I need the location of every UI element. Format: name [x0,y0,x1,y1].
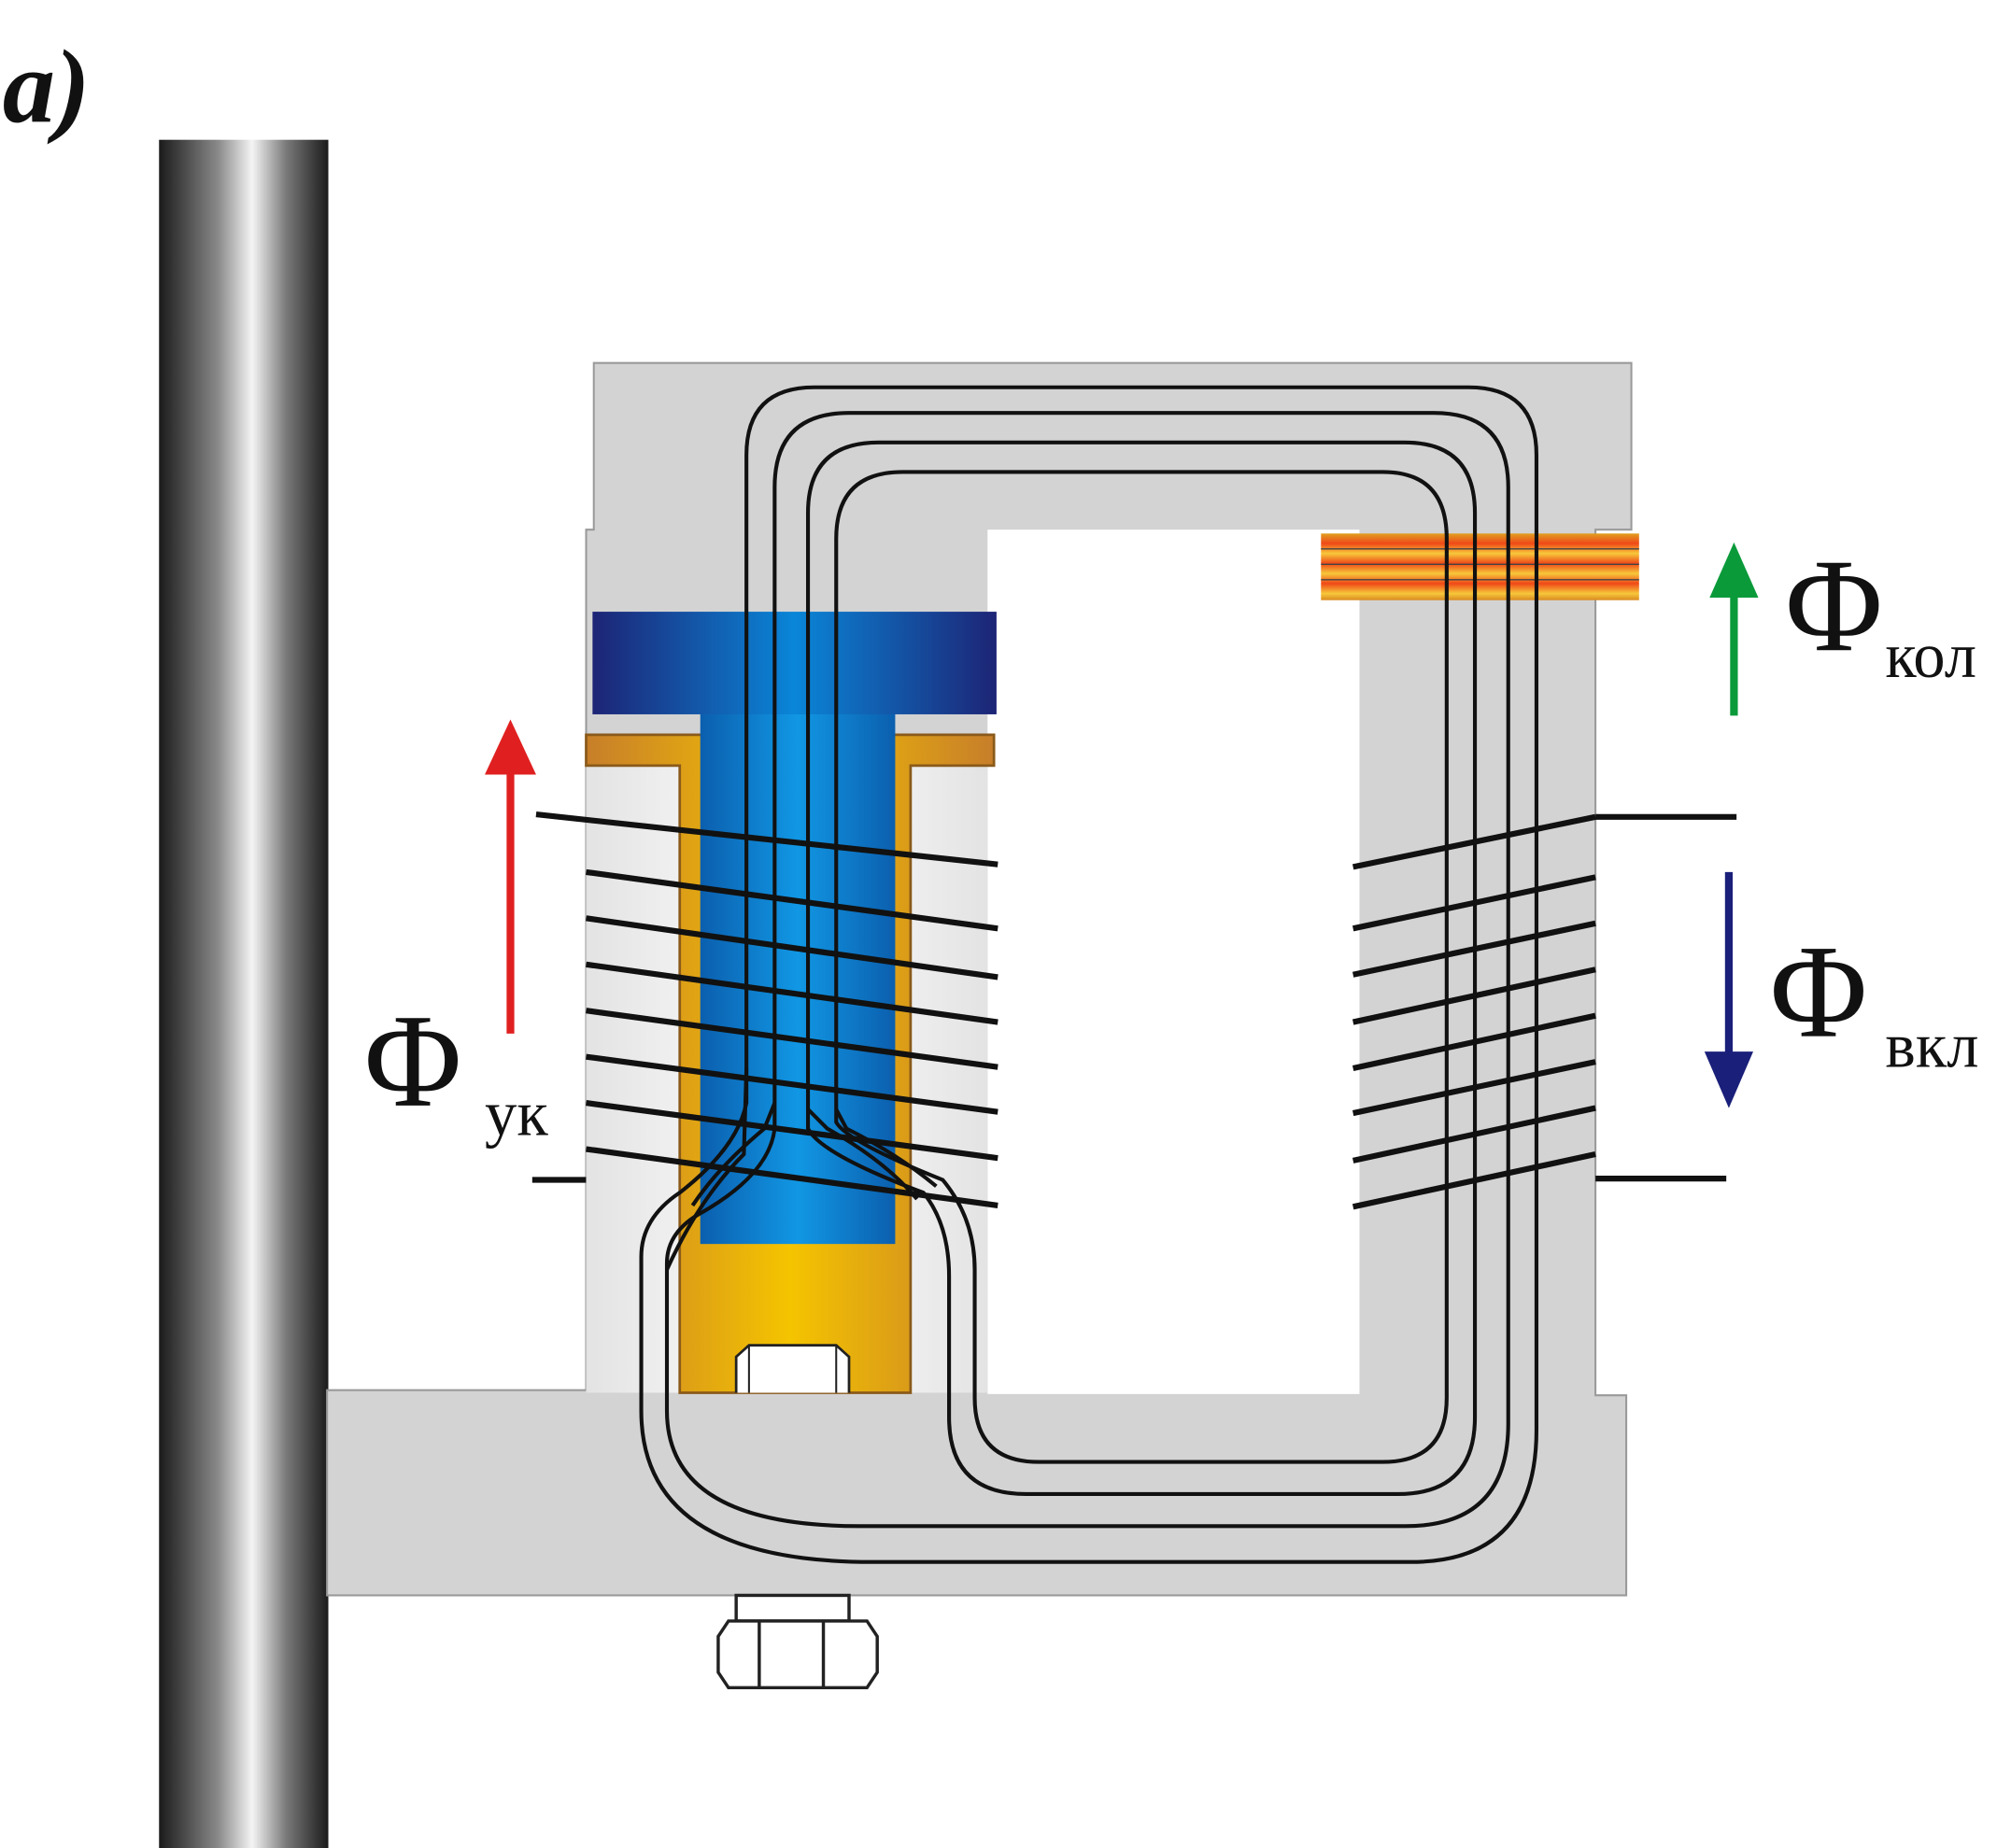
stop-block [734,1344,851,1393]
winding-turn [1352,1012,1596,1072]
closing-coil-band [1321,533,1639,600]
winding-turn [586,1146,998,1209]
label-phi-vkl-subscript: вкл [1885,1010,1978,1081]
winding-turn [535,811,998,868]
flux-line [664,411,1510,1529]
plunger-cap [592,612,997,714]
winding-turn [1352,1105,1596,1164]
winding-turn [586,961,998,1025]
arrow-phi-vkl [1704,871,1754,1108]
flux-line [834,1107,938,1188]
winding-turn [586,1100,998,1162]
label-phi-uk-symbol: Φ [364,987,461,1135]
flux-line [834,470,1449,1464]
vertical-rod [159,139,329,1848]
label-phi-vkl-symbol: Φ [1770,918,1867,1065]
label-phi-uk-subscript: ук [485,1078,548,1149]
winding-turn [586,915,998,980]
winding-turn [586,868,998,932]
winding-turn [586,1008,998,1070]
arrow-phi-uk [485,719,536,1034]
flux-line [690,1102,777,1207]
winding-turn [1352,966,1596,1025]
winding-turn [1352,1059,1596,1117]
winding-turn [1352,920,1596,978]
winding-turn [1352,813,1596,870]
core-window [987,529,1360,1394]
flux-line [665,1067,749,1271]
arrow-phi-kol [1709,542,1759,716]
label-phi-kol-symbol: Φ [1785,531,1882,679]
part-label: a) [3,29,91,145]
coil-band-stripes [1321,548,1639,581]
flux-line [639,385,1539,1564]
winding-turn [586,1053,998,1115]
right-winding [1352,813,1737,1210]
label-phi-kol-subscript: кол [1885,620,1976,691]
winding-turn [1352,874,1596,932]
plunger-stem [700,698,896,1245]
bottom-nut [716,1593,879,1690]
flux-line [806,1107,919,1201]
left-winding [531,811,998,1209]
winding-turn [1352,1150,1596,1210]
